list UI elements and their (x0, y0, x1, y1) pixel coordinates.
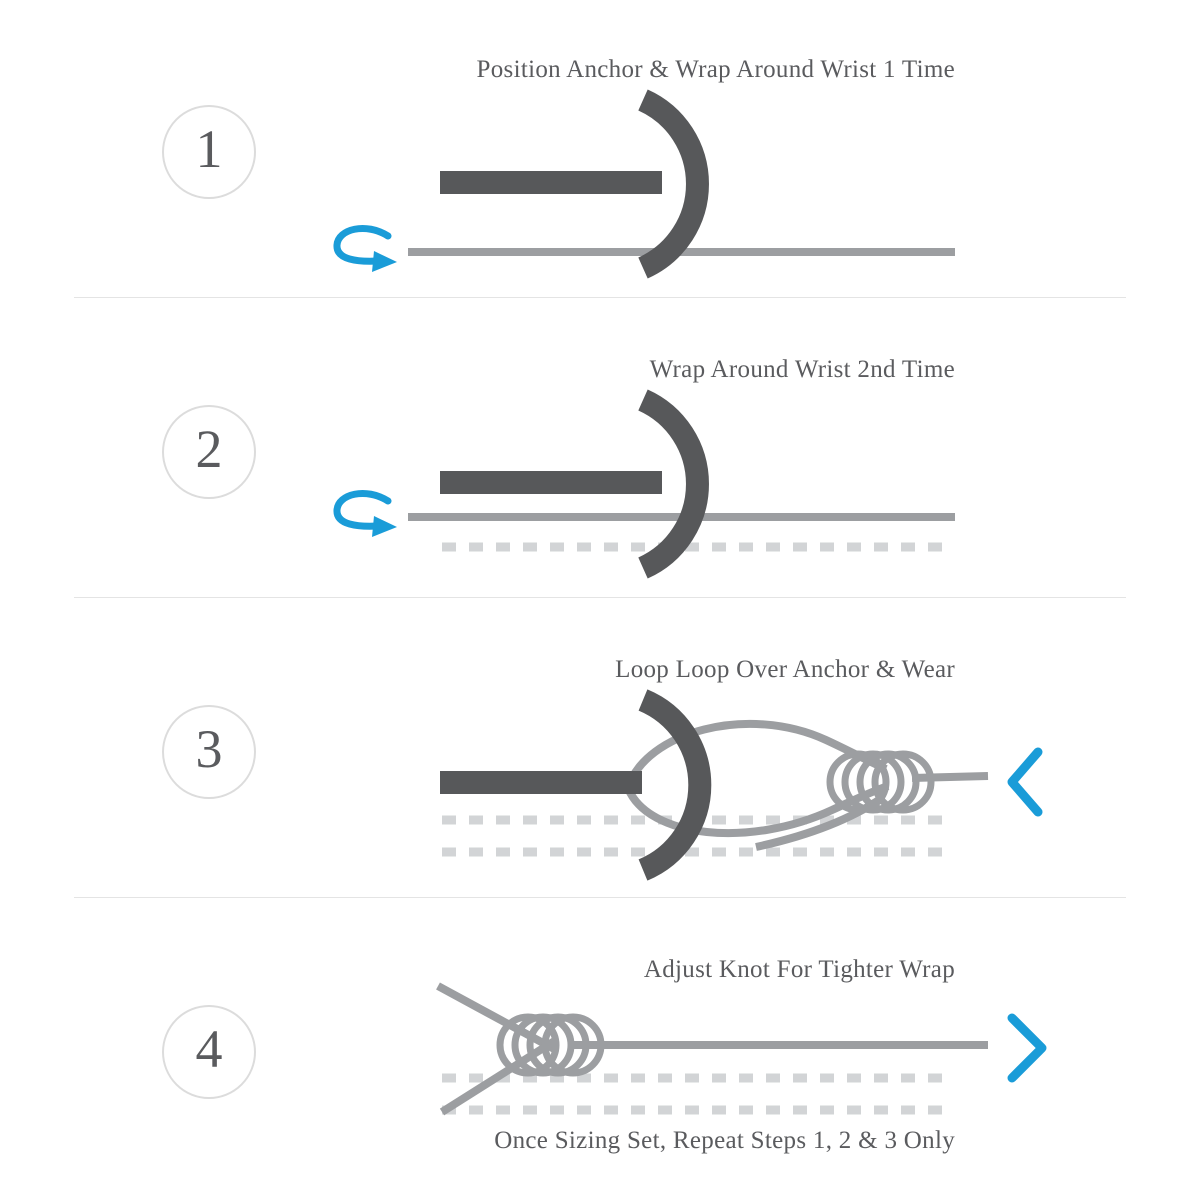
step-1-illustration (333, 89, 955, 279)
step-2-section: Wrap Around Wrist 2nd Time 2 (0, 300, 1200, 600)
step-4-title: Adjust Knot For Tighter Wrap (643, 956, 955, 983)
step-4-number: 4 (195, 1019, 223, 1079)
step-1-badge: 1 (162, 105, 256, 199)
anchor-icon (440, 689, 712, 881)
wrap-direction-arrow-icon (333, 225, 397, 272)
section-divider (74, 297, 1126, 298)
step-4-section: Adjust Knot For Tighter Wrap 4 Once Sizi… (0, 900, 1200, 1200)
step-3-illustration (440, 689, 1043, 881)
step-3-section: Loop Loop Over Anchor & Wear 3 (0, 600, 1200, 900)
step-2-badge: 2 (162, 405, 256, 499)
step-1-section: Position Anchor & Wrap Around Wrist 1 Ti… (0, 0, 1200, 300)
chevron-right-icon (1007, 1013, 1047, 1083)
anchor-icon (440, 389, 709, 579)
step-4-illustration (436, 982, 1047, 1116)
step-3-title: Loop Loop Over Anchor & Wear (615, 656, 955, 683)
step-4-badge: 4 (162, 1005, 256, 1099)
chevron-left-icon (1007, 747, 1043, 817)
step-3-number: 3 (195, 719, 223, 779)
anchor-icon (440, 89, 709, 279)
coil-knot-icon (826, 750, 935, 814)
knot-cords (436, 982, 988, 1116)
step-2-illustration (333, 389, 955, 579)
section-divider (74, 597, 1126, 598)
step-3-badge: 3 (162, 705, 256, 799)
step-1-number: 1 (195, 119, 223, 179)
wrap-direction-arrow-icon (333, 490, 397, 537)
step-2-title: Wrap Around Wrist 2nd Time (649, 356, 955, 383)
coil-knot-icon (496, 1013, 605, 1077)
sizing-note: Once Sizing Set, Repeat Steps 1, 2 & 3 O… (494, 1127, 955, 1154)
section-divider (74, 897, 1126, 898)
step-1-title: Position Anchor & Wrap Around Wrist 1 Ti… (476, 56, 955, 83)
step-2-number: 2 (195, 419, 223, 479)
